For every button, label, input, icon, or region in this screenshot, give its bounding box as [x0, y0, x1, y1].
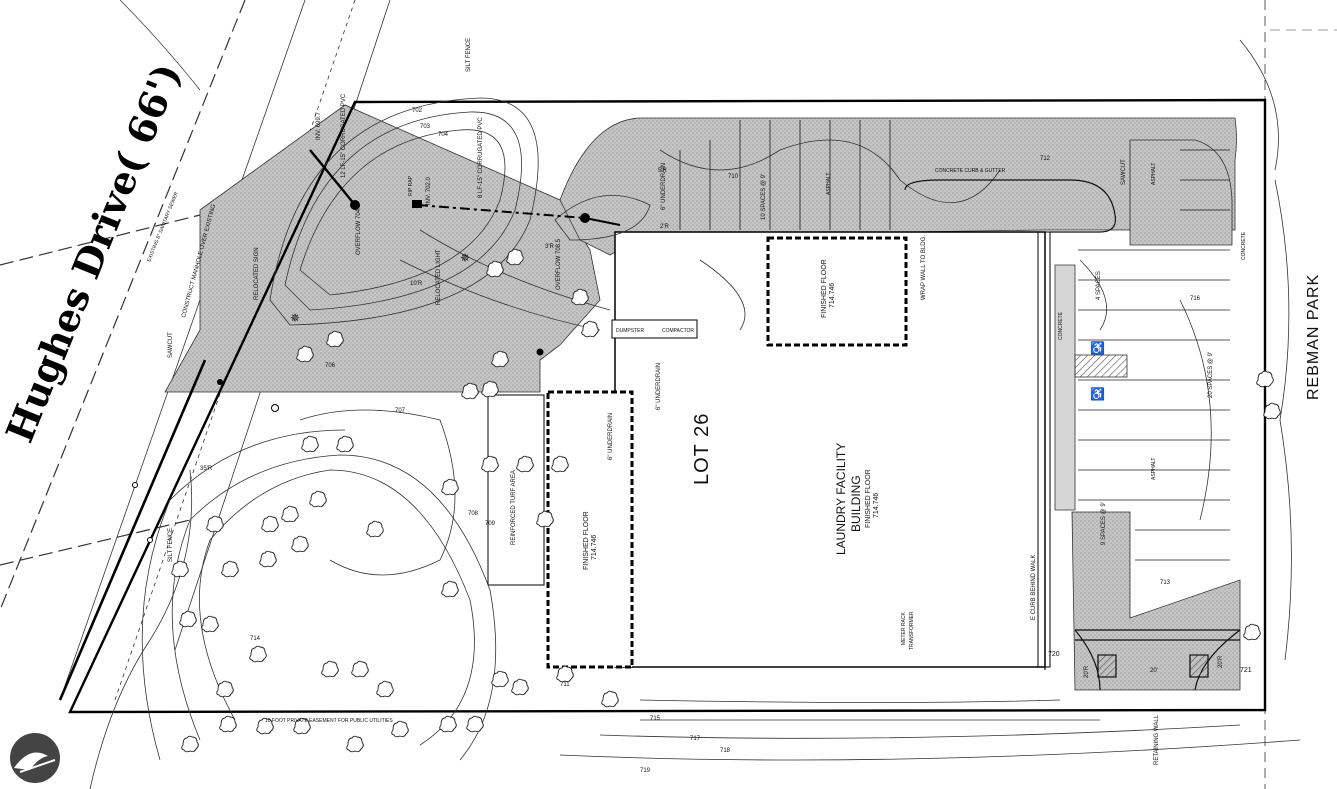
svg-text:707: 707: [395, 408, 406, 414]
reinforced-turf-label: REINFORCED TURF AREA: [511, 470, 517, 545]
transformer-label: TRANSFORMER: [909, 611, 915, 650]
easement-label: 10 FOOT PRIVATE EASEMENT FOR PUBLIC UTIL…: [265, 718, 393, 724]
sanitary-label: EXISTING 8" SANITARY SEWER: [146, 191, 180, 263]
rip-rap-label: RIP RAP: [408, 175, 414, 196]
dim-20r-a: 20'R: [1084, 665, 1090, 678]
svg-text:717: 717: [690, 736, 701, 742]
building-finished-floor-elev: 714.746: [873, 493, 880, 518]
pvc-b-label: 8 LF-15" CORRUGATED PVC: [478, 117, 484, 198]
storm-pipe: [58, 149, 621, 701]
retaining-wall-label: RETAINING WALL: [1154, 714, 1160, 765]
site-symbols: [132, 200, 590, 543]
handicap-icon: ♿: [1090, 387, 1105, 401]
manhole-icon: [350, 200, 360, 210]
rebman-park-label: REBMAN PARK: [1305, 274, 1322, 400]
relocated-light-label: RELOCATED LIGHT: [436, 249, 442, 305]
building-finished-floor: FINISHED FLOOR: [865, 469, 872, 528]
underdrain-b-label: 6" UNDERDRAIN: [656, 363, 662, 410]
concrete-b-label: CONCRETE: [1241, 231, 1247, 260]
inv-a-label: INV. 699.7: [316, 112, 322, 140]
asphalt-c-label: ASPHALT: [1151, 458, 1157, 480]
svg-text:712: 712: [1040, 156, 1051, 162]
light-icon: ✵: [290, 311, 300, 325]
svg-text:710: 710: [728, 174, 739, 180]
sawcut-right-label: SAWCUT: [1121, 159, 1127, 185]
dumpster-pad: [611, 319, 698, 339]
svg-text:706: 706: [325, 363, 336, 369]
svg-text:713: 713: [1160, 580, 1171, 586]
dim-3r: 3'R: [545, 244, 554, 250]
dumpster-label: DUMPSTER: [616, 328, 644, 334]
lot-label: LOT 26: [691, 413, 713, 485]
spaces-10-label: 10 SPACES @ 9': [761, 174, 767, 220]
ff-west-label: FINISHED FLOOR: [583, 511, 590, 570]
ff-north-label: FINISHED FLOOR: [821, 259, 828, 318]
pvc-a-label: 12 LF-15" CORRUGATED PVC: [341, 93, 347, 178]
asphalt-b-label: ASPHALT: [1151, 163, 1157, 185]
pavement-areas: [164, 104, 1241, 691]
svg-text:714: 714: [250, 636, 261, 642]
dim-10r: 10'R: [410, 281, 423, 287]
underdrain-c-label: 6" UNDERDRAIN: [608, 413, 614, 460]
building-label: LAUNDRY FACILITY BUILDING: [834, 443, 863, 555]
relocated-sign-label: RELOCATED SIGN: [254, 247, 260, 300]
dim-721: 721: [1240, 667, 1252, 674]
meter-rack-label: METER RACK: [901, 612, 907, 645]
curb-walk-label: E CURB BEHIND WALK: [1031, 555, 1037, 620]
concrete-a-label: CONCRETE: [1058, 311, 1064, 340]
parking-stripes: [679, 120, 1230, 561]
svg-text:711: 711: [560, 682, 570, 688]
svg-text:LAUNDRY FACILITY: LAUNDRY FACILITY: [834, 443, 848, 555]
dim-5r: 5'R: [658, 168, 667, 174]
svg-text:704: 704: [438, 132, 449, 138]
light-icon: ✵: [460, 251, 470, 265]
spaces-9-label: 9 SPACES @ 9': [1101, 502, 1107, 545]
logo-icon: [10, 733, 60, 783]
asphalt-a-label: ASPHALT: [826, 173, 832, 195]
svg-text:BUILDING: BUILDING: [849, 475, 863, 532]
silt-fence-top-label: SILT FENCE: [466, 38, 472, 72]
silt-fence-left-label: SILT FENCE: [168, 528, 174, 562]
dim-720: 720: [1048, 651, 1060, 658]
spaces-20-label: 20 SPACES @ 9': [1208, 352, 1214, 398]
manhole-icon: [580, 213, 590, 223]
contour-labels: 702 703 704 706 707 708 709 710 711 712 …: [250, 108, 1201, 774]
svg-text:709: 709: [485, 521, 496, 527]
handicap-icon: ♿: [1090, 341, 1105, 355]
property-boundary: [68, 98, 1267, 714]
dim-20r-b: 20'R: [1218, 655, 1224, 668]
building: [546, 231, 1051, 669]
dim-35r: 35'R: [200, 466, 213, 472]
compactor-label: COMPACTOR: [662, 328, 694, 334]
svg-text:703: 703: [420, 124, 431, 130]
svg-text:702: 702: [412, 108, 423, 114]
ff-west-elev: 714.746: [591, 535, 598, 560]
overflow-a-label: OVERFLOW 704.5: [356, 203, 362, 255]
svg-text:718: 718: [720, 748, 731, 754]
dim-2r: 2'R: [660, 224, 669, 230]
svg-text:715: 715: [650, 716, 661, 722]
road-label: Hughes Drive( 66'): [0, 57, 190, 448]
underdrain-a-label: 6" UNDERDRAIN: [661, 163, 667, 210]
sawcut-left-label: SAWCUT: [168, 332, 174, 358]
inv-b-label: INV. 702.0: [426, 177, 432, 205]
spaces-4-label: 4 SPACES: [1096, 271, 1102, 300]
ff-north-elev: 714.746: [829, 283, 836, 308]
wrap-wall-label: WRAP WALL TO BLDG.: [921, 235, 927, 300]
dim-20: 20': [1150, 668, 1158, 674]
svg-text:708: 708: [468, 511, 479, 517]
svg-text:716: 716: [1190, 296, 1201, 302]
svg-text:719: 719: [640, 768, 651, 774]
overflow-b-label: OVERFLOW 708.5: [556, 238, 562, 290]
curb-gutter-label: CONCRETE CURB & GUTTER: [935, 168, 1006, 174]
reinforced-turf-area: [487, 394, 545, 586]
curbs: [904, 179, 1241, 691]
